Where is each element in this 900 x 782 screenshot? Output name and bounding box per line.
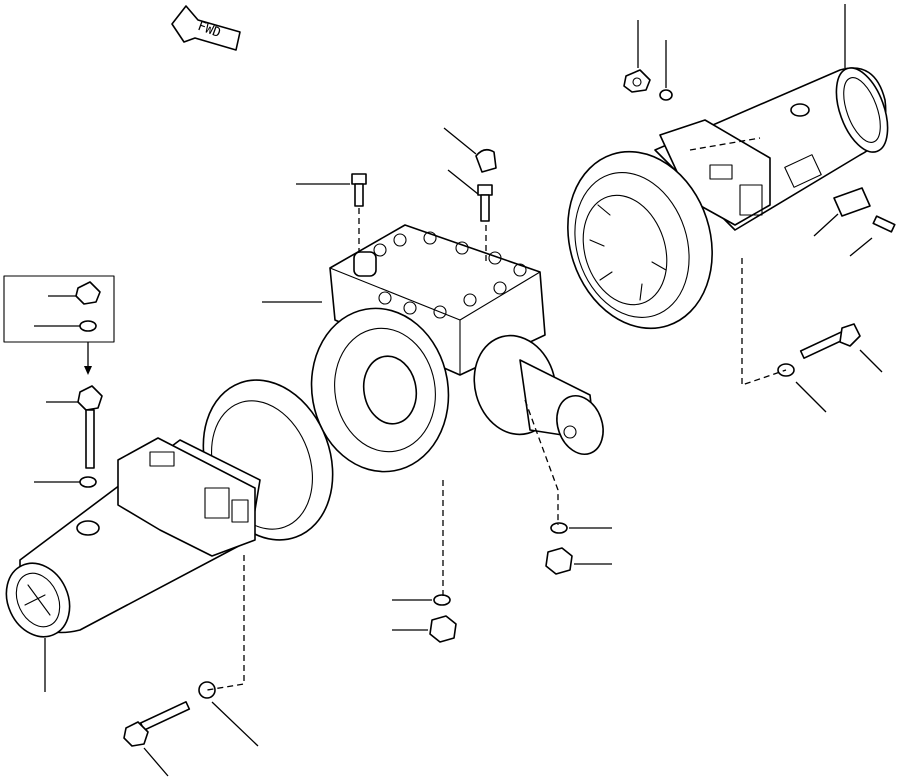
leader-bolt-left [143, 747, 169, 777]
leader-cover-plate [813, 213, 839, 237]
plug-pinion-part [545, 547, 573, 575]
washer-left-part [198, 681, 216, 699]
leader-bolt-right [859, 349, 883, 373]
plug-top-part [623, 69, 651, 93]
breather-part [475, 148, 497, 173]
plug-kit-box [3, 275, 115, 375]
o-ring-bottom-part [433, 594, 451, 606]
fitting-part [477, 184, 493, 222]
leader-breather [443, 127, 477, 155]
o-ring-pinion-part [550, 522, 568, 534]
leader-fitting [447, 169, 479, 195]
axle-housing-right-part [567, 67, 889, 330]
assembly-lines [206, 137, 787, 691]
leader-washer-right [795, 381, 827, 413]
fwd-arrow-icon: FWD [171, 5, 241, 51]
cover-plate-part [833, 187, 871, 217]
center-housing-part [310, 224, 604, 473]
plug-bottom-part [429, 615, 457, 643]
leader-washer-left [211, 701, 259, 747]
o-ring-level-part [79, 476, 97, 488]
axle-housing-left-part [5, 379, 334, 638]
o-ring-top-part [659, 89, 673, 101]
bolt-left-part [123, 701, 191, 747]
cover-screw-part [872, 215, 896, 233]
leader-cover-screw [849, 237, 873, 257]
elbow-part [351, 173, 367, 207]
leader-lines [34, 4, 883, 777]
level-plug-part [77, 385, 103, 469]
bolt-right-part [799, 323, 861, 359]
